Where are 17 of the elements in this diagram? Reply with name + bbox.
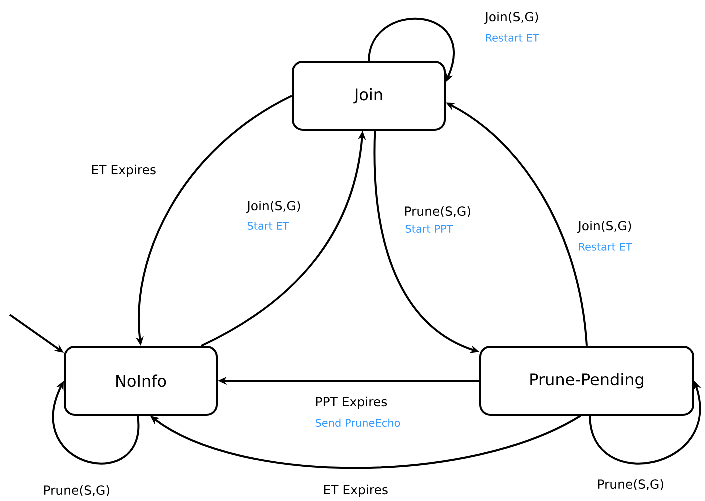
action-label: Start PPT: [406, 225, 454, 233]
edge-label: ET Expires: [92, 164, 156, 178]
edge-label: Join(S,G): [578, 220, 632, 233]
edge-label: Prune(S,G): [598, 479, 664, 491]
edge-label: Join(S,G): [484, 12, 538, 24]
edge-label: ET Expires: [324, 484, 388, 498]
state-box: Join: [292, 61, 446, 131]
action-label: Restart ET: [486, 34, 540, 42]
edge-label: Prune(S,G): [44, 485, 110, 497]
state-box: Prune-Pending: [480, 346, 694, 416]
action-label: Start ET: [248, 222, 290, 230]
edge-label: Prune(S,G): [405, 206, 470, 218]
state-box: NoInfo: [64, 346, 218, 416]
edge-label: PPT Expires: [316, 396, 388, 410]
action-label: Restart ET: [579, 243, 632, 251]
edge-label: Join(S,G): [246, 200, 300, 213]
action-label: Send PruneEcho: [316, 418, 400, 428]
